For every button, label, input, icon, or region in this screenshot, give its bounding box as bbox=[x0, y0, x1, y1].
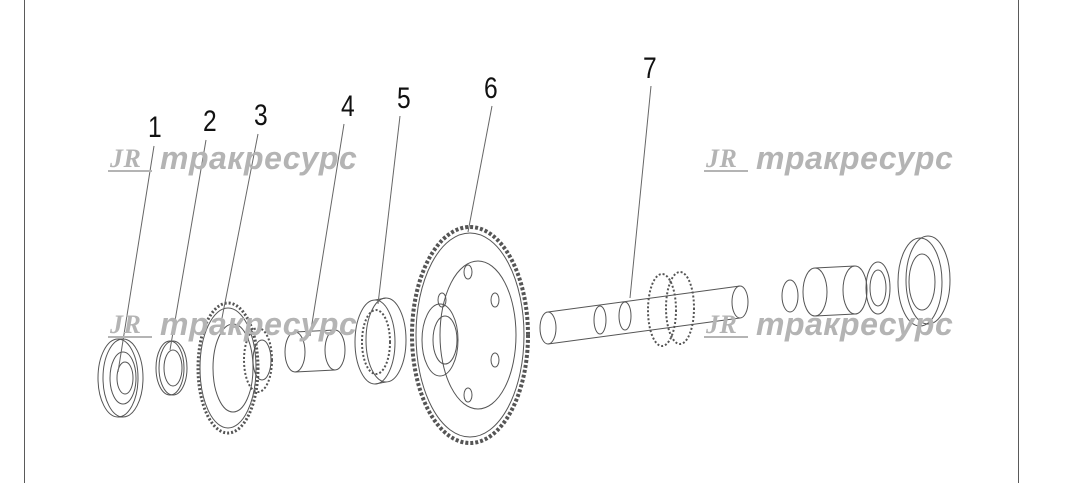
frame-right-border bbox=[1018, 0, 1019, 483]
watermark-top-right: JR тракресурс bbox=[704, 138, 953, 178]
frame-left-border bbox=[24, 0, 25, 483]
watermark-logo: JR bbox=[108, 309, 154, 339]
callout-3: 3 bbox=[254, 99, 268, 132]
callout-4: 4 bbox=[341, 90, 355, 123]
part-4-sleeve bbox=[284, 329, 346, 373]
part-7-shaft bbox=[539, 235, 951, 347]
callout-5: 5 bbox=[397, 82, 411, 115]
svg-text:JR: JR bbox=[109, 144, 141, 173]
callout-1: 1 bbox=[148, 111, 162, 144]
callout-7: 7 bbox=[643, 52, 657, 85]
watermark-text: тракресурс bbox=[160, 305, 358, 342]
leader-lines bbox=[117, 85, 652, 373]
watermark-text: тракресурс bbox=[756, 305, 954, 342]
callout-2: 2 bbox=[203, 105, 217, 138]
part-5-needle-bearing bbox=[354, 297, 407, 385]
watermark-text: тракресурс bbox=[756, 139, 954, 176]
watermark-logo: JR bbox=[704, 309, 750, 339]
part-2-spacer-ring bbox=[155, 340, 188, 396]
part-3-small-gear bbox=[196, 301, 273, 435]
watermark-logo: JR bbox=[704, 143, 750, 173]
watermark-bottom-left: JR тракресурс bbox=[108, 304, 357, 344]
watermark-logo: JR bbox=[108, 143, 154, 173]
part-1-bearing bbox=[97, 338, 144, 418]
watermark-top-left: JR тракресурс bbox=[108, 138, 357, 178]
svg-text:JR: JR bbox=[109, 310, 141, 339]
part-6-large-gear bbox=[410, 225, 530, 445]
watermark-bottom-right: JR тракресурс bbox=[704, 304, 953, 344]
svg-text:JR: JR bbox=[705, 310, 737, 339]
callout-6: 6 bbox=[484, 72, 498, 105]
svg-text:JR: JR bbox=[705, 144, 737, 173]
watermark-text: тракресурс bbox=[160, 139, 358, 176]
